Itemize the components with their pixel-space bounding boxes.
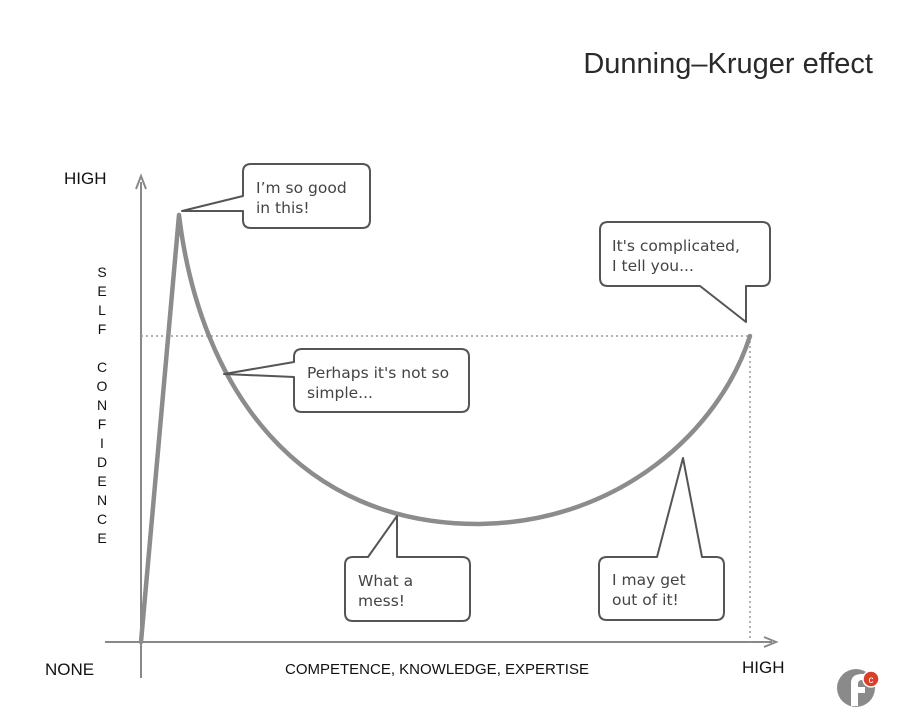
- y-axis-label-letter: N: [96, 492, 108, 508]
- y-axis-label-letter: L: [98, 302, 106, 318]
- bubble-plateau-text: It's complicated, I tell you...: [612, 237, 740, 275]
- bubble-peak: [181, 163, 371, 229]
- bubble-descent-text: Perhaps it's not so simple...: [307, 364, 450, 402]
- y-axis-label-letter: E: [97, 530, 107, 546]
- y-axis-label-letter: C: [96, 359, 108, 375]
- y-axis-arrow: [135, 173, 147, 190]
- x-axis-origin-label: NONE: [45, 660, 95, 679]
- y-axis-label-letter: N: [96, 397, 108, 413]
- y-axis-label-letter: I: [100, 435, 104, 451]
- bubble-plateau: [599, 221, 771, 323]
- bubble-trough-text: What a mess!: [358, 572, 414, 610]
- bubble-descent: [223, 348, 470, 413]
- y-axis-label-letter: D: [96, 454, 108, 470]
- x-axis-arrow: [763, 636, 779, 648]
- x-axis-label: COMPETENCE, KNOWLEDGE, EXPERTISE: [285, 661, 589, 678]
- y-axis-label-letter: E: [97, 283, 107, 299]
- dunning-kruger-curve: [138, 212, 753, 645]
- y-axis-label-letter: O: [96, 378, 108, 394]
- y-axis-label-letter: S: [97, 264, 107, 280]
- x-axis-high-label: HIGH: [742, 658, 785, 677]
- bubble-trough: [344, 515, 471, 622]
- y-axis-label-letter: C: [96, 511, 108, 527]
- y-axis-label-letter: [95, 339, 109, 358]
- bubble-recovery-text: I may get out of it!: [612, 571, 686, 609]
- y-axis-label-letter: F: [97, 416, 107, 432]
- logo-letter: c: [869, 675, 874, 686]
- y-axis-label-letter: F: [97, 321, 107, 337]
- bubble-recovery: [598, 457, 725, 621]
- y-axis-high-label: HIGH: [64, 169, 107, 188]
- logo-icon: [837, 669, 880, 707]
- bubble-peak-text: I’m so good in this!: [256, 179, 347, 217]
- y-axis-label-letter: E: [97, 473, 107, 489]
- page-title: Dunning–Kruger effect: [583, 48, 873, 80]
